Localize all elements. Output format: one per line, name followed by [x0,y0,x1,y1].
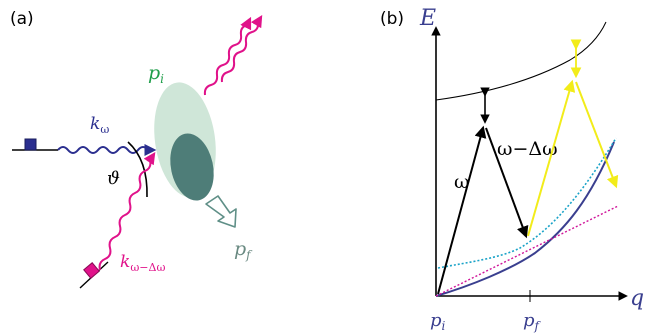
upper-band-curve [435,21,607,101]
omega-minus-label: ω−Δω [497,138,558,160]
final-particle-ellipse [170,133,214,201]
panel-a: (a) kω ϑ kω−Δω pi pf [10,9,263,289]
scattering-angle-arc [127,141,148,198]
panel-b: (b) E q pi pf ω ω−Δω [380,6,644,333]
final-momentum-label: pf [234,238,253,262]
yellow-down-arrow [575,81,619,189]
yellow-up-arrow [527,79,576,237]
dotted-magenta-line [435,205,619,297]
lower-band-curve [435,141,615,297]
scattered-detector-icon [79,261,109,289]
panel-b-label: (b) [380,9,404,29]
scattered-photon-label: kω−Δω [120,252,165,274]
y-axis-label: E [419,6,436,31]
x-tick-label-pf: pf [523,310,542,333]
dotted-cyan-curve [437,137,617,269]
incoming-photon-label: kω [90,114,109,136]
panel-a-label: (a) [10,9,34,29]
initial-momentum-label: pi [148,62,164,86]
omega-minus-arrow [485,127,529,239]
x-axis-label: q [630,286,644,311]
omega-arrow [437,125,487,295]
omega-label: ω [454,171,470,193]
final-momentum-arrow-icon [205,195,237,228]
scattered-photon-wave [98,152,156,271]
outgoing-photon-wave-1 [203,16,252,96]
incoming-photon-wave [57,144,157,156]
x-tick-label-pi: pi [430,310,446,333]
scattering-angle-label: ϑ [107,168,120,189]
incoming-source-icon [12,138,58,151]
outgoing-photon-wave-2 [220,14,263,83]
